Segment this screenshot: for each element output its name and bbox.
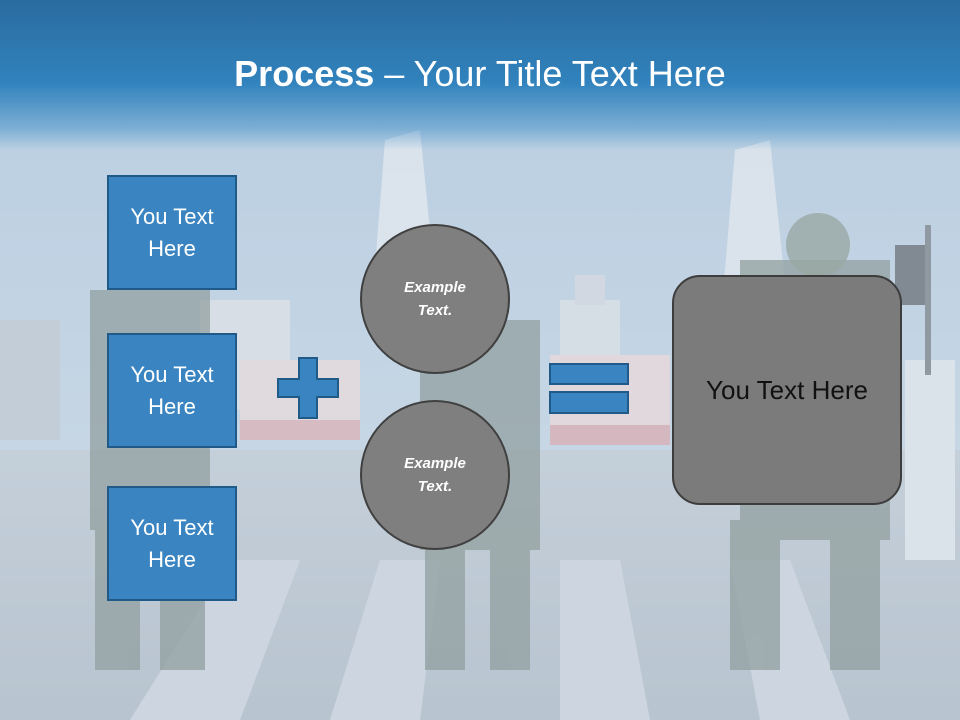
- plus-icon: [277, 357, 339, 419]
- process-box-2[interactable]: You Text Here: [107, 333, 237, 448]
- example-circle-1[interactable]: Example Text.: [360, 224, 510, 374]
- equals-icon: [549, 363, 629, 414]
- process-box-1[interactable]: You Text Here: [107, 175, 237, 290]
- example-circle-2-label: Example Text.: [404, 455, 466, 495]
- result-box[interactable]: You Text Here: [672, 275, 902, 505]
- slide-title: Process – Your Title Text Here: [0, 52, 960, 96]
- title-rest: Your Title Text Here: [413, 53, 726, 94]
- process-box-1-label: You Text Here: [130, 203, 214, 261]
- title-bar: [0, 0, 960, 150]
- example-circle-1-label: Example Text.: [404, 279, 466, 319]
- process-box-3-label: You Text Here: [130, 514, 214, 572]
- title-dash: –: [374, 53, 414, 94]
- process-box-3[interactable]: You Text Here: [107, 486, 237, 601]
- process-box-2-label: You Text Here: [130, 361, 214, 419]
- title-bold: Process: [234, 53, 375, 94]
- result-box-label: You Text Here: [706, 374, 868, 405]
- example-circle-2[interactable]: Example Text.: [360, 400, 510, 550]
